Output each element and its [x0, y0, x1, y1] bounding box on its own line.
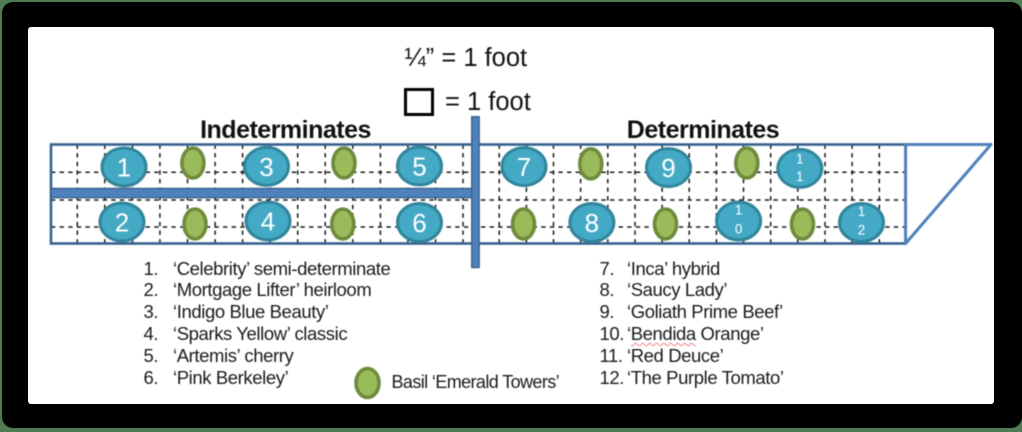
svg-text:6: 6 [412, 208, 426, 238]
svg-text:2: 2 [115, 207, 129, 237]
svg-text:2: 2 [858, 223, 866, 238]
svg-text:1: 1 [796, 152, 804, 167]
svg-text:8: 8 [585, 208, 599, 238]
svg-text:9: 9 [661, 153, 675, 183]
svg-text:1: 1 [117, 152, 131, 182]
svg-text:1: 1 [858, 204, 866, 219]
svg-text:3: 3 [259, 152, 273, 182]
svg-text:1: 1 [796, 169, 804, 184]
svg-text:4: 4 [261, 206, 275, 236]
svg-text:7: 7 [517, 152, 531, 182]
svg-text:5: 5 [412, 151, 426, 181]
svg-text:0: 0 [735, 221, 743, 236]
svg-text:1: 1 [735, 202, 743, 217]
